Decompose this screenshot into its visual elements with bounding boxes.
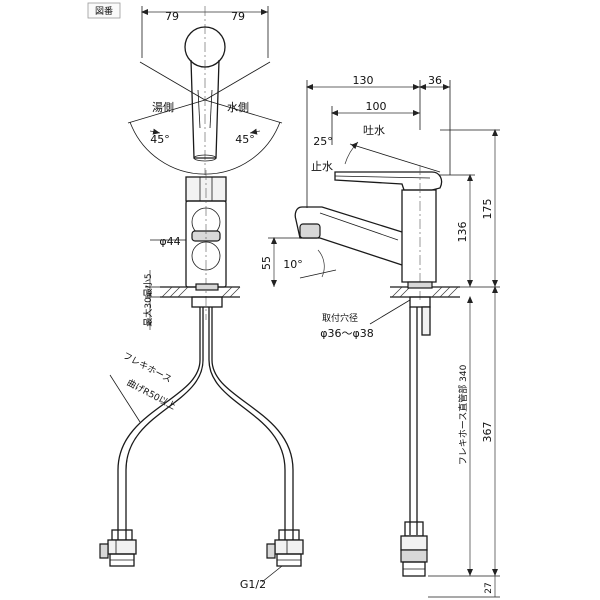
hot-fitting-valve (99, 543, 109, 559)
top-dim-left: 79 (165, 10, 179, 23)
hot-side-label: 湯側 (152, 101, 174, 114)
side-nut (407, 281, 433, 289)
spout-reach-label: 100 (366, 100, 387, 113)
hose-367-label: 367 (481, 422, 494, 443)
drawing-tag-label: 図番 (95, 5, 113, 17)
hot-fitting-nut (107, 539, 137, 555)
lever-angle-arc (344, 141, 359, 165)
side-counter-hatch (391, 286, 459, 298)
spout-angle-label: 10° (283, 258, 303, 271)
cold-fitting-collar (278, 529, 300, 541)
side-spout (294, 206, 403, 266)
height-175-label: 175 (481, 199, 494, 220)
cold-fitting-valve (266, 543, 276, 559)
swing-line-right (204, 61, 271, 101)
hot-hose-inner (125, 322, 204, 540)
handle-knob-top (184, 26, 226, 68)
side-fitting-collar (404, 521, 424, 537)
front-view: φ44 最大30最小5 フレキホース 曲げR50以上 (99, 170, 304, 591)
hot-hose-outer (117, 322, 201, 540)
handle-lever-top (190, 59, 220, 159)
mount-hole-label: 取付穴径 (322, 312, 358, 324)
side-mount-plate (409, 296, 431, 308)
height-136-label: 136 (456, 222, 469, 243)
cold-hose-inner (208, 322, 286, 540)
cold-side-label: 水側 (227, 101, 249, 114)
drawing-tag-box (87, 2, 121, 19)
angle-left-arrow (149, 128, 161, 135)
reach-dim-label: 130 (353, 74, 374, 87)
side-lever-edge (334, 175, 431, 179)
spout-angle-arc (317, 249, 325, 278)
back-dim-label: 36 (428, 74, 442, 87)
angle-right-arrow (249, 128, 261, 135)
cold-hose-outer (211, 322, 294, 540)
mount-hole-leader (369, 299, 411, 325)
thread-leader (261, 565, 283, 583)
side-body (401, 189, 437, 283)
front-counter-hatch (161, 286, 241, 298)
handle-lever-end (193, 154, 217, 162)
handle-lever-slot (197, 89, 201, 129)
front-nut (195, 283, 219, 291)
front-mount-plate (191, 296, 223, 308)
mount-hole-value: φ36～φ38 (320, 327, 374, 340)
cold-fitting-nut (274, 539, 304, 555)
side-spout-edge (319, 212, 399, 241)
lever-angle-label: 25° (313, 135, 333, 148)
outlet-label: 吐水 (363, 124, 385, 137)
drawing-tag: 図番 (87, 2, 121, 19)
side-mount-bolt (421, 306, 431, 336)
spout-angle-line (299, 269, 337, 279)
hot-fitting-collar (111, 529, 133, 541)
stop-label: 止水 (311, 160, 333, 173)
angle-right-label: 45° (235, 133, 255, 146)
handle-lever-slot-r (209, 89, 213, 129)
side-aerator (299, 223, 321, 239)
spout-height-label: 55 (260, 256, 273, 270)
swing-line-left (139, 61, 206, 101)
top-dim-right: 79 (231, 10, 245, 23)
thread-label: G1/2 (240, 578, 266, 591)
swing-arc (129, 121, 281, 175)
bottom-27-label: 27 (484, 582, 494, 593)
hose-note-leader (109, 374, 141, 423)
side-view: 130 36 100 25° 吐水 止水 10° 55 (260, 74, 500, 598)
side-lever (334, 171, 443, 191)
angle-left-label: 45° (150, 133, 170, 146)
side-fitting-nut (400, 535, 428, 551)
hose-340-label: フレキホース直管部 340 (457, 364, 469, 465)
side-fitting-valve (400, 549, 428, 563)
body-diameter-label: φ44 (159, 235, 180, 248)
top-view: 79 79 湯側 水側 45° 45° (127, 6, 283, 175)
counter-max-label: 最大30最小5 (142, 273, 154, 326)
lever-open-line (349, 143, 441, 173)
